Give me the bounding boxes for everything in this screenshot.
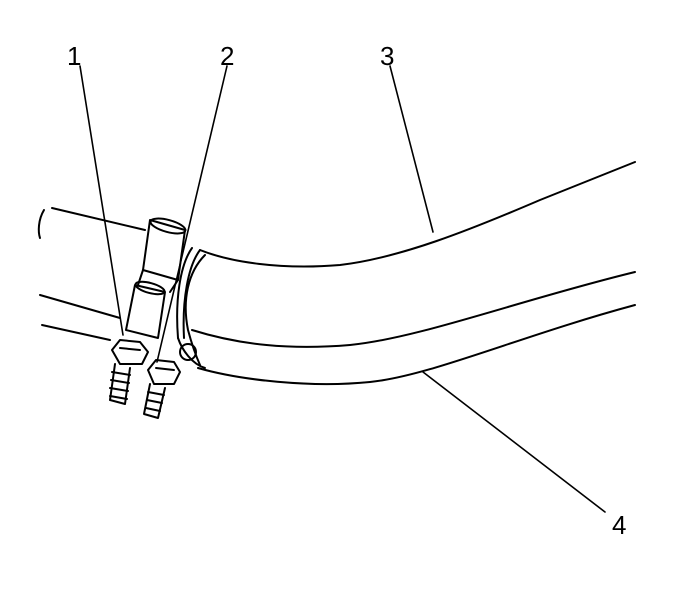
callout-3: 3: [380, 41, 395, 71]
clamp-band: [176, 247, 206, 369]
callout-1: 1: [67, 41, 82, 71]
leader-line-4: [422, 371, 606, 513]
inlet-pipe: [37, 207, 146, 341]
leader-line-2: [156, 65, 228, 363]
leader-lines: [79, 65, 606, 513]
exhaust-pipe: [184, 161, 636, 386]
leader-line-3: [389, 65, 434, 233]
clamp-nuts-and-studs: [109, 339, 181, 419]
callout-2: 2: [220, 41, 235, 71]
leader-line-1: [79, 65, 124, 336]
callout-4: 4: [612, 510, 627, 540]
clamp-bolt-housing: [125, 217, 187, 339]
